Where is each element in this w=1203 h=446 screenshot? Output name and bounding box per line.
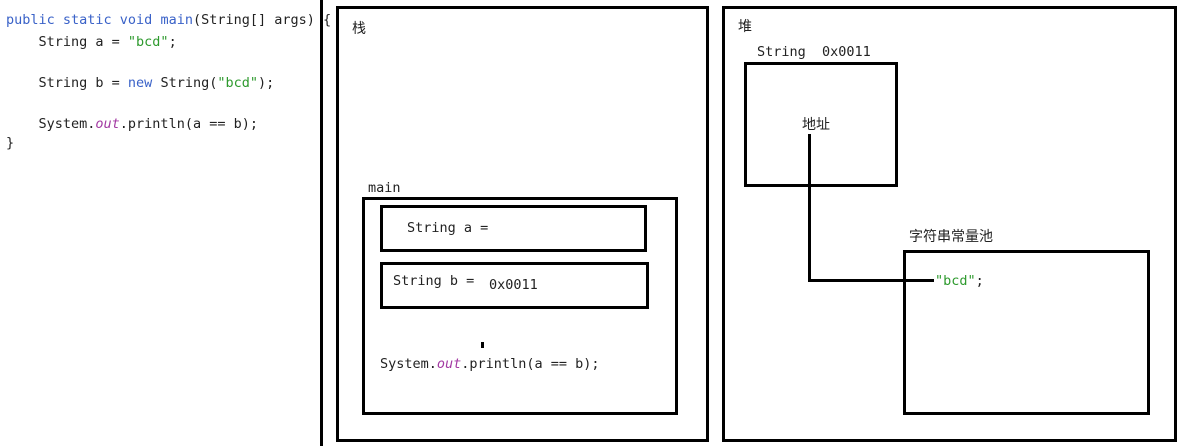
code-text: ; bbox=[975, 273, 984, 289]
string-object-box bbox=[744, 62, 898, 187]
code-text: .println(a == b); bbox=[119, 116, 258, 132]
stack-title: 栈 bbox=[352, 21, 366, 37]
code-text: System. bbox=[6, 116, 96, 132]
variable-b-box bbox=[380, 262, 649, 309]
code-text: String b = bbox=[6, 75, 128, 91]
reference-line-horizontal bbox=[808, 279, 934, 282]
stack-panel bbox=[336, 6, 709, 442]
code-text: (String[] args) { bbox=[192, 12, 332, 28]
code-text: ; bbox=[168, 34, 177, 50]
stray-dot bbox=[481, 342, 484, 348]
string-constant-pool bbox=[903, 250, 1150, 415]
code-static-field: out bbox=[95, 116, 120, 132]
code-line-1: public static void main(String[] args) { bbox=[6, 12, 331, 28]
string-pool-label: 字符串常量池 bbox=[909, 229, 993, 245]
reference-line-vertical bbox=[808, 134, 811, 282]
code-text: String a = bbox=[6, 34, 128, 50]
code-keyword: new bbox=[127, 75, 153, 91]
code-text: .println(a == b); bbox=[461, 356, 600, 372]
code-line-2: String a = "bcd"; bbox=[6, 34, 177, 50]
main-frame bbox=[362, 197, 678, 415]
address-field-label: 地址 bbox=[802, 117, 830, 133]
code-line-3: String b = new String("bcd"); bbox=[6, 75, 275, 91]
code-text: String( bbox=[152, 75, 218, 91]
main-frame-label: main bbox=[368, 180, 401, 196]
code-text: System. bbox=[380, 356, 437, 372]
string-object-label: String 0x0011 bbox=[757, 44, 871, 60]
code-string: "bcd" bbox=[935, 273, 976, 289]
code-method-name: main bbox=[160, 12, 193, 28]
stack-print-statement: System.out.println(a == b); bbox=[380, 356, 599, 372]
variable-a-box bbox=[380, 205, 647, 252]
code-text: ); bbox=[257, 75, 275, 91]
variable-a-label: String a = bbox=[407, 220, 489, 236]
code-static-field: out bbox=[436, 356, 462, 372]
variable-b-value: 0x0011 bbox=[489, 277, 538, 293]
code-string: "bcd" bbox=[217, 75, 258, 91]
code-line-4: System.out.println(a == b); bbox=[6, 116, 258, 132]
pool-entry: "bcd"; bbox=[935, 273, 984, 289]
code-keyword: public static void bbox=[6, 12, 153, 28]
vertical-divider bbox=[320, 0, 323, 446]
heap-title: 堆 bbox=[738, 19, 752, 35]
variable-b-label: String b = bbox=[393, 273, 475, 289]
code-line-5: } bbox=[6, 135, 15, 151]
code-string: "bcd" bbox=[127, 34, 169, 50]
heap-panel bbox=[722, 6, 1177, 442]
